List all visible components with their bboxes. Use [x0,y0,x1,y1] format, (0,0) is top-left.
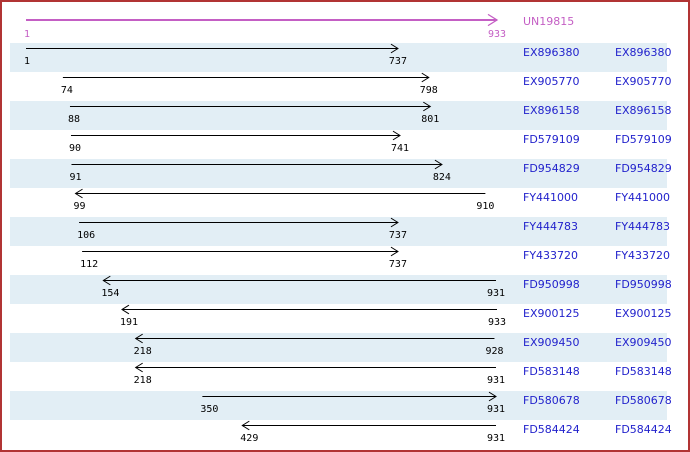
alignment-row: 218 931 FD583148 FD583148 [2,362,688,391]
alignment-arrow-left [134,333,495,344]
row-stripe [10,275,667,304]
accession-link-secondary[interactable]: EX905770 [615,75,672,88]
accession-link[interactable]: EX900125 [523,307,580,320]
alignment-start-coordinate: 154 [101,288,120,299]
accession-link[interactable]: EX896158 [523,104,580,117]
alignment-arrow-left [121,304,497,315]
alignment-end-coordinate: 931 [486,288,506,299]
alignment-arrow-right [26,43,399,54]
alignment-end-coordinate: 931 [486,433,506,444]
alignment-arrow-right [69,101,432,112]
alignment-row: 191 933 EX900125 EX900125 [2,304,688,333]
alignment-start-coordinate: 112 [80,259,99,270]
accession-link-secondary[interactable]: FD584424 [615,423,672,436]
alignment-end-coordinate: 933 [487,317,507,328]
alignment-arrow-right [82,246,399,257]
alignment-row: 99 910 FY441000 FY441000 [2,188,688,217]
accession-link[interactable]: FD950998 [523,278,580,291]
alignment-end-coordinate: 741 [390,143,409,154]
alignment-start-coordinate: 218 [133,346,152,357]
alignment-arrow-right [62,72,430,83]
alignment-arrow-right [71,159,443,170]
alignment-start-coordinate: 91 [69,172,82,183]
alignment-start-coordinate: 429 [240,433,259,444]
accession-link-secondary[interactable]: FY444783 [615,220,671,233]
alignment-start-coordinate: 90 [68,143,82,154]
accession-link[interactable]: FY433720 [523,249,579,262]
accession-link-secondary[interactable]: FD950998 [615,278,672,291]
alignment-arrow-right [79,217,399,228]
alignment-start-coordinate: 1 [24,56,31,67]
accession-link-secondary[interactable]: EX896158 [615,104,672,117]
alignment-end-coordinate: 910 [476,201,495,212]
reference-row: UN19815 1 933 [2,2,688,43]
alignment-start-coordinate: 350 [200,404,219,415]
alignment-arrow-left [74,188,486,199]
alignment-row: 91 824 FD954829 FD954829 [2,159,688,188]
alignment-end-coordinate: 928 [485,346,504,357]
alignment-arrow-left [134,362,496,373]
accession-link-secondary[interactable]: FD583148 [615,365,672,378]
alignment-rows: 1 737 EX896380 EX896380 74 798 EX905770 … [2,43,688,449]
alignment-row: 218 928 EX909450 EX909450 [2,333,688,362]
accession-link[interactable]: FY444783 [523,220,579,233]
alignment-row: 74 798 EX905770 EX905770 [2,72,688,101]
row-stripe [10,391,667,420]
alignment-arrow-left [102,275,496,286]
accession-link-secondary[interactable]: FY441000 [615,191,671,204]
accession-link[interactable]: EX905770 [523,75,580,88]
accession-link-secondary[interactable]: EX896380 [615,46,672,59]
alignment-end-coordinate: 801 [421,114,440,125]
alignment-arrow-left [241,420,496,431]
alignment-row: 350 931 FD580678 FD580678 [2,391,688,420]
accession-link[interactable]: FD580678 [523,394,580,407]
alignment-start-coordinate: 88 [67,114,80,125]
alignment-row: 154 931 FD950998 FD950998 [2,275,688,304]
alignment-end-coordinate: 737 [388,230,407,241]
reference-arrow-right [26,13,499,27]
alignment-arrow-right [70,130,401,141]
accession-link-secondary[interactable]: FY433720 [615,249,671,262]
accession-link-secondary[interactable]: EX909450 [615,336,672,349]
alignment-arrow-right [202,391,497,402]
reference-start-coordinate: 1 [24,29,31,40]
row-stripe [10,217,667,246]
alignment-start-coordinate: 99 [73,201,86,212]
row-stripe [10,159,667,188]
accession-link-secondary[interactable]: EX900125 [615,307,672,320]
row-stripe [10,101,667,130]
alignment-row: 112 737 FY433720 FY433720 [2,246,688,275]
alignment-start-coordinate: 218 [133,375,152,386]
alignment-end-coordinate: 931 [486,375,506,386]
accession-link-secondary[interactable]: FD579109 [615,133,672,146]
alignment-end-coordinate: 737 [388,259,407,270]
alignment-end-coordinate: 737 [388,56,407,67]
alignment-row: 1 737 EX896380 EX896380 [2,43,688,72]
accession-link[interactable]: FD954829 [523,162,580,175]
row-stripe [10,333,667,362]
accession-link-secondary[interactable]: FD954829 [615,162,672,175]
accession-link[interactable]: EX909450 [523,336,580,349]
alignment-end-coordinate: 931 [486,404,506,415]
reference-name-label: UN19815 [523,15,575,28]
accession-link[interactable]: FD579109 [523,133,580,146]
alignment-row: 106 737 FY444783 FY444783 [2,217,688,246]
alignment-end-coordinate: 798 [419,85,438,96]
accession-link[interactable]: FD583148 [523,365,580,378]
alignment-row: 88 801 EX896158 EX896158 [2,101,688,130]
accession-link[interactable]: EX896380 [523,46,580,59]
row-stripe [10,43,667,72]
reference-end-coordinate: 933 [487,29,507,40]
alignment-row: 429 931 FD584424 FD584424 [2,420,688,449]
alignment-row: 90 741 FD579109 FD579109 [2,130,688,159]
accession-link[interactable]: FD584424 [523,423,580,436]
alignment-end-coordinate: 824 [432,172,451,183]
alignment-start-coordinate: 74 [60,85,73,96]
alignment-start-coordinate: 191 [120,317,139,328]
alignment-start-coordinate: 106 [77,230,96,241]
accession-link[interactable]: FY441000 [523,191,579,204]
accession-link-secondary[interactable]: FD580678 [615,394,672,407]
